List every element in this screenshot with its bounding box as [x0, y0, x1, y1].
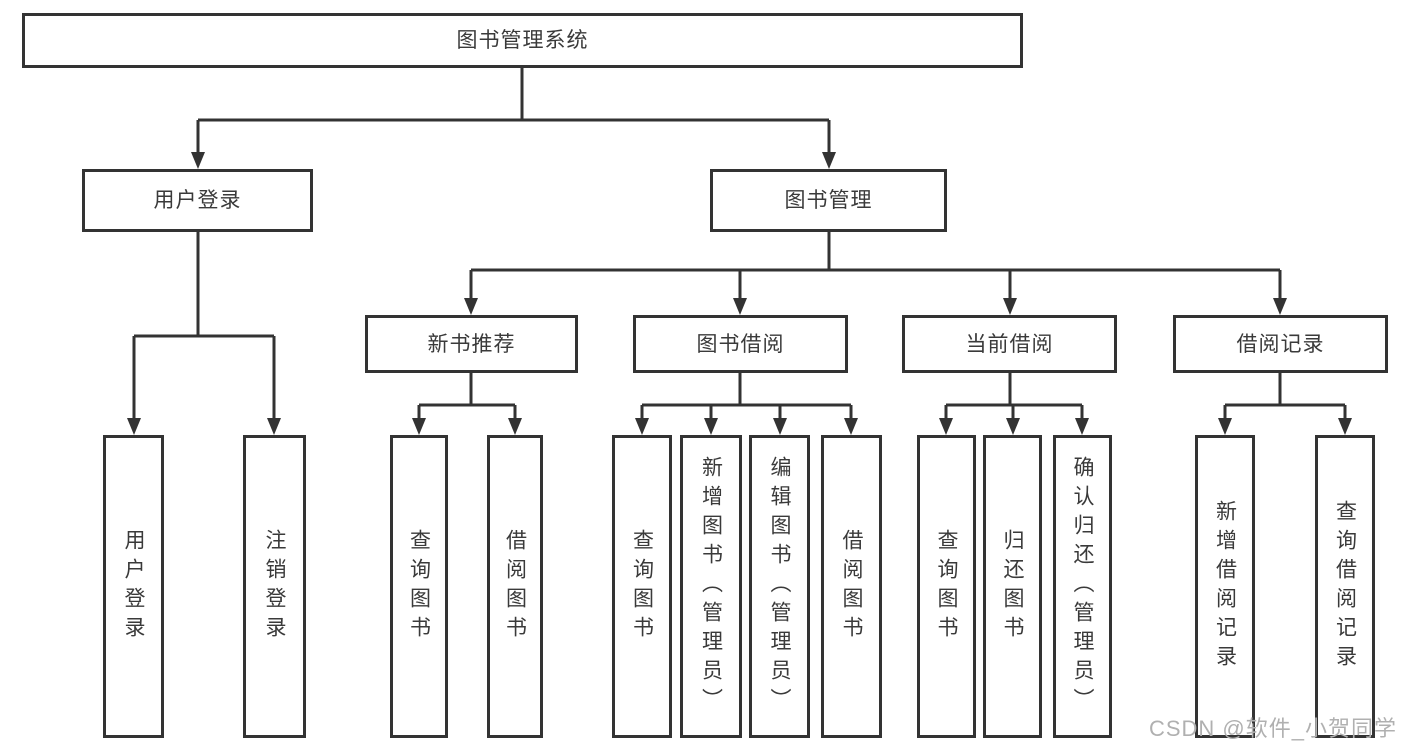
node-user-login-label: 用户登录 [153, 189, 242, 212]
leaf-label: 归还图书 [1001, 528, 1024, 645]
arrowhead-down-icon [1075, 418, 1089, 435]
arrowhead-down-icon [1218, 418, 1232, 435]
connector-line [417, 373, 517, 418]
node-current-borrow-label: 当前借阅 [965, 332, 1054, 356]
leaf-query-borrow-record: 查询借阅记录 [1315, 435, 1375, 738]
leaf-borrow-query: 查询图书 [612, 435, 672, 738]
leaf-label: 查询图书 [630, 528, 654, 645]
node-borrow-records: 借阅记录 [1173, 315, 1388, 373]
arrowhead-down-icon [939, 418, 953, 435]
connector-book-management-children [464, 232, 1287, 315]
node-book-management-label: 图书管理 [784, 189, 873, 212]
arrowhead-down-icon [1273, 298, 1287, 315]
leaf-label: 新增图书（管理员） [699, 456, 723, 717]
node-book-borrow-label: 图书借阅 [696, 332, 785, 356]
arrowhead-down-icon [464, 298, 478, 315]
leaf-borrow-add-book: 新增图书（管理员） [680, 435, 742, 738]
node-root: 图书管理系统 [22, 13, 1023, 68]
leaf-add-borrow-record: 新增借阅记录 [1195, 435, 1255, 738]
connector-line [1223, 373, 1347, 418]
csdn-watermark: CSDN @软件_小贺同学 [1148, 716, 1397, 741]
node-book-borrow: 图书借阅 [633, 315, 848, 373]
connector-borrow-records-children [1218, 373, 1352, 435]
leaf-label: 新增借阅记录 [1213, 499, 1237, 674]
arrowhead-down-icon [267, 418, 281, 435]
leaf-label: 查询图书 [407, 528, 431, 645]
arrowhead-down-icon [844, 418, 858, 435]
node-new-books: 新书推荐 [365, 315, 578, 373]
connector-line [469, 232, 1282, 298]
leaf-label: 注销登录 [263, 528, 286, 645]
connector-root-to-level2 [191, 68, 836, 169]
arrowhead-down-icon [773, 418, 787, 435]
arrowhead-down-icon [733, 298, 747, 315]
arrowhead-down-icon [635, 418, 649, 435]
leaf-label: 查询图书 [935, 528, 958, 645]
leaf-label: 用户登录 [122, 528, 145, 645]
arrowhead-down-icon [191, 152, 205, 169]
node-user-login: 用户登录 [82, 169, 313, 232]
connector-new-books-children [412, 373, 522, 435]
leaf-label: 编辑图书（管理员） [768, 456, 791, 717]
leaf-borrow-edit-book: 编辑图书（管理员） [749, 435, 810, 738]
leaf-label: 查询借阅记录 [1333, 499, 1357, 674]
node-new-books-label: 新书推荐 [427, 332, 516, 356]
connector-line [196, 68, 831, 152]
connector-line [132, 232, 276, 418]
leaf-borrow-book: 借阅图书 [821, 435, 882, 738]
leaf-return-book: 归还图书 [983, 435, 1042, 738]
leaf-current-query: 查询图书 [917, 435, 976, 738]
leaf-label: 借阅图书 [503, 528, 527, 645]
leaf-label: 确认归还（管理员） [1071, 456, 1094, 717]
node-root-label: 图书管理系统 [456, 29, 589, 52]
node-current-borrow: 当前借阅 [902, 315, 1117, 373]
connector-user-login-children [127, 232, 281, 435]
node-borrow-records-label: 借阅记录 [1236, 332, 1325, 356]
leaf-new-books-query: 查询图书 [390, 435, 448, 738]
arrowhead-down-icon [1338, 418, 1352, 435]
leaf-user-login: 用户登录 [103, 435, 164, 738]
arrowhead-down-icon [1003, 298, 1017, 315]
connector-line [944, 373, 1084, 418]
arrowhead-down-icon [412, 418, 426, 435]
leaf-logout: 注销登录 [243, 435, 306, 738]
leaf-new-books-borrow: 借阅图书 [487, 435, 543, 738]
arrowhead-down-icon [1006, 418, 1020, 435]
connector-line [640, 373, 853, 418]
leaf-label: 借阅图书 [840, 528, 863, 645]
leaf-confirm-return: 确认归还（管理员） [1053, 435, 1112, 738]
arrowhead-down-icon [704, 418, 718, 435]
arrowhead-down-icon [822, 152, 836, 169]
connector-current-borrow-children [939, 373, 1089, 435]
connector-book-borrow-children [635, 373, 858, 435]
arrowhead-down-icon [508, 418, 522, 435]
node-book-management: 图书管理 [710, 169, 947, 232]
arrowhead-down-icon [127, 418, 141, 435]
